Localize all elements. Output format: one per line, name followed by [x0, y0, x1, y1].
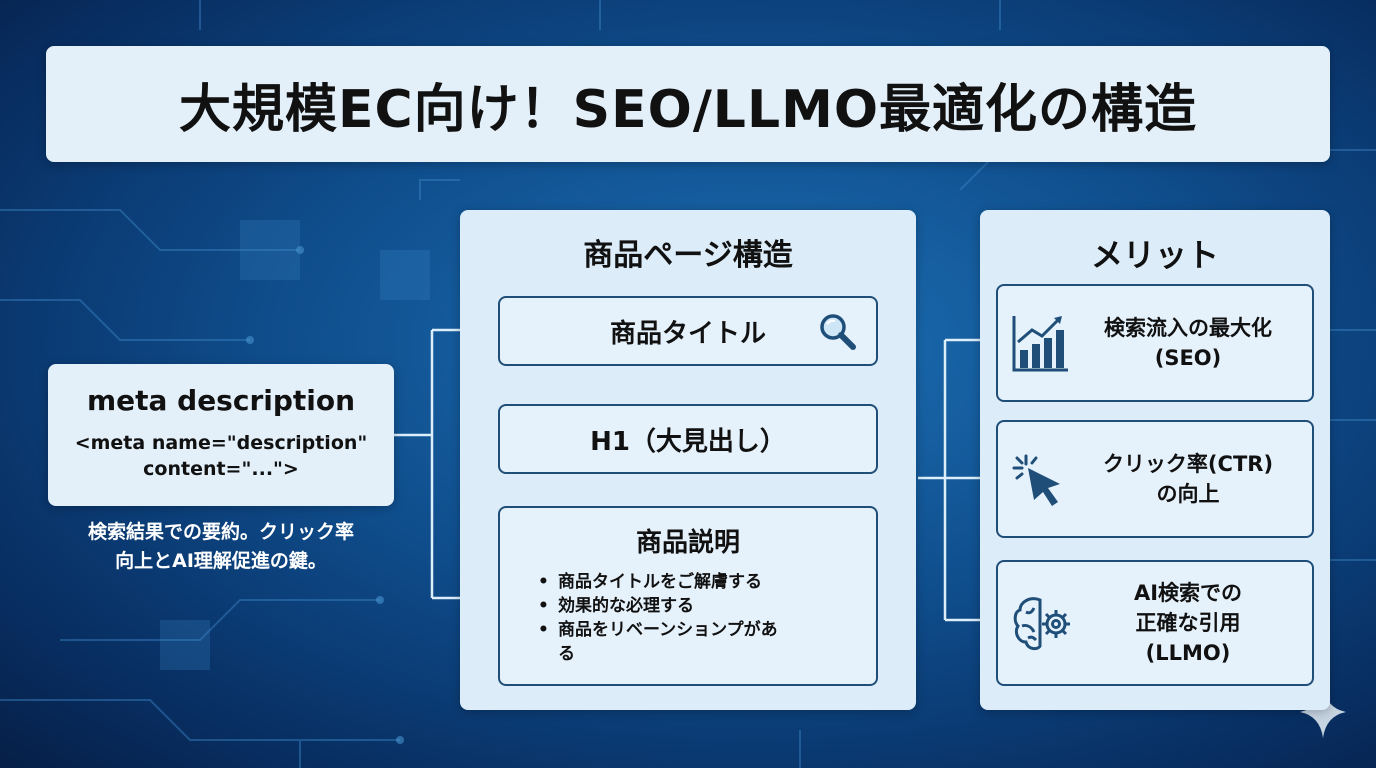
benefit-ctr-box: クリック率(CTR) の向上	[996, 420, 1314, 538]
product-description-box: 商品説明 商品タイトルをご解膚する 効果的な必理する 商品をリベーンションプがあ…	[498, 506, 878, 686]
growth-chart-icon	[1012, 316, 1068, 372]
benefits-heading: メリット	[1090, 236, 1219, 274]
product-heading: 商品ページ構造	[583, 238, 793, 273]
benefits-panel: メリット 検索流入の最大化 (SEO)	[980, 210, 1330, 710]
product-description-heading: 商品説明	[635, 528, 740, 558]
benefit-llmo-line2: 正確な引用	[1135, 611, 1241, 635]
meta-code-line2: content="...">	[143, 458, 299, 480]
list-item: 効果的な必理する	[536, 594, 856, 618]
product-structure-panel: 商品ページ構造 商品タイトル H1（大見出し） 商品説明 商品タイトルをご解膚す…	[460, 210, 916, 710]
meta-caption-line2: 向上とAI理解促進の鍵。	[115, 550, 327, 572]
list-item: 商品タイトルをご解膚する	[536, 570, 856, 594]
benefit-seo-line1: 検索流入の最大化	[1104, 316, 1272, 340]
sparkle-icon	[1300, 686, 1346, 738]
meta-caption-line1: 検索結果での要約。クリック率	[87, 521, 354, 543]
meta-description-box: meta description <meta name="description…	[48, 364, 394, 506]
meta-caption: 検索結果での要約。クリック率 向上とAI理解促進の鍵。	[48, 518, 394, 576]
brain-gear-icon	[1013, 597, 1070, 651]
benefit-ctr-line2: の向上	[1156, 482, 1220, 506]
benefit-ctr-text: クリック率(CTR) の向上	[1070, 422, 1306, 536]
cursor-click-icon	[1012, 454, 1060, 506]
h1-label: H1（大見出し）	[590, 426, 786, 457]
bullet-3-wrap: る	[558, 644, 575, 664]
benefit-seo-line2: (SEO)	[1154, 346, 1222, 370]
meta-code-line1: <meta name="description"	[74, 432, 368, 454]
benefit-seo-text: 検索流入の最大化 (SEO)	[1070, 286, 1306, 400]
benefit-llmo-box: AI検索での 正確な引用 (LLMO)	[996, 560, 1314, 686]
meta-heading: meta description	[86, 384, 356, 417]
bullet-3-text: 商品をリベーンションプがあ	[558, 620, 778, 640]
benefit-llmo-line1: AI検索での	[1133, 581, 1243, 605]
benefit-ctr-line1: クリック率(CTR)	[1102, 452, 1274, 476]
product-title-label: 商品タイトル	[609, 318, 766, 349]
benefit-llmo-line3: (LLMO)	[1145, 641, 1231, 665]
page-title: 大規模EC向け！SEO/LLMO最適化の構造	[178, 79, 1198, 140]
benefit-seo-box: 検索流入の最大化 (SEO)	[996, 284, 1314, 402]
title-banner: 大規模EC向け！SEO/LLMO最適化の構造	[46, 46, 1330, 162]
search-icon	[820, 314, 856, 350]
benefit-llmo-text: AI検索での 正確な引用 (LLMO)	[1070, 562, 1306, 684]
product-title-box: 商品タイトル	[498, 296, 878, 366]
h1-box: H1（大見出し）	[498, 404, 878, 474]
